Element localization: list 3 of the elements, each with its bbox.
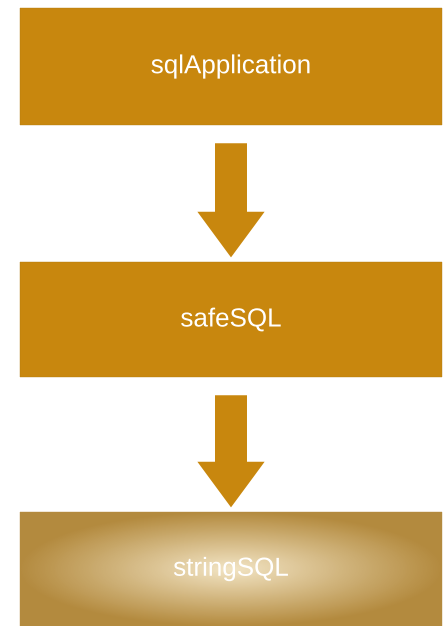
process-box: safeSQL <box>20 262 442 378</box>
process-box: sqlApplication <box>20 8 442 126</box>
process-box: stringSQL <box>20 512 442 626</box>
